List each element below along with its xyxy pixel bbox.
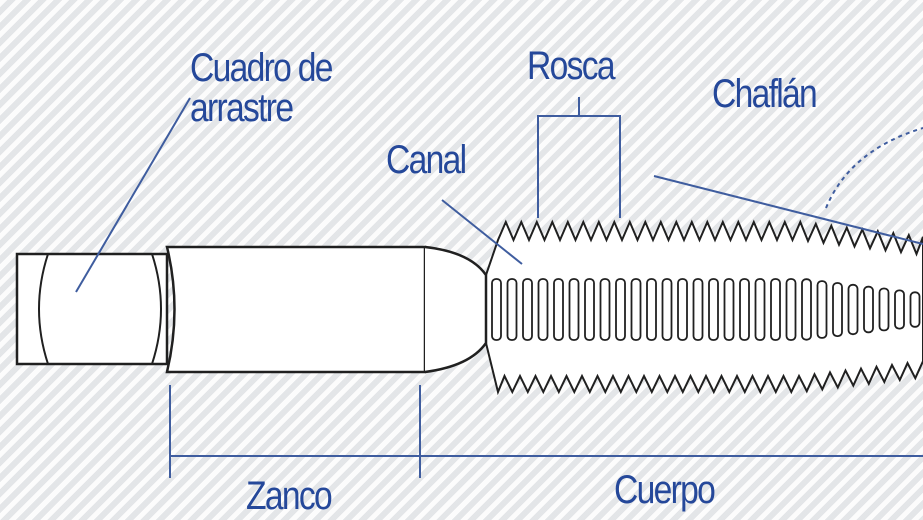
drive-square-label: Cuadro de arrastre [190, 46, 333, 130]
chamfer-angle-arc [825, 127, 923, 209]
thread-rib-23 [847, 283, 859, 336]
thread-rib-4 [553, 278, 564, 341]
drive-square-chamfer-right [151, 253, 162, 365]
thread-rib-13 [692, 278, 704, 341]
thread-rib-20 [801, 278, 812, 341]
thread-rib-19 [785, 278, 797, 341]
thread-rib-12 [677, 278, 688, 341]
thread-rib-11 [661, 278, 673, 341]
body-label: Cuerpo [614, 468, 716, 512]
thread-rib-17 [754, 278, 766, 341]
thread-rib-10 [646, 278, 657, 341]
thread-rib-3 [537, 278, 549, 341]
thread-rib-14 [708, 278, 719, 341]
thread-ribs [491, 278, 921, 341]
thread-rib-1 [506, 278, 518, 341]
thread-rib-2 [522, 278, 533, 341]
thread-rib-24 [863, 285, 874, 334]
thread-bracket [537, 97, 621, 218]
thread-rib-15 [723, 278, 735, 341]
thread-rib-8 [615, 278, 626, 341]
thread-rib-16 [739, 278, 750, 341]
flute-label: Canal [386, 138, 467, 182]
thread-rib-6 [584, 278, 595, 341]
chamfer-leader [653, 175, 923, 245]
shank-label: Zanco [246, 474, 333, 518]
thread-rib-5 [568, 278, 580, 341]
thread-body [485, 219, 923, 396]
flute-leader [441, 199, 523, 265]
thread-rib-18 [770, 278, 781, 341]
drive-square-label-line1: Cuadro de [190, 46, 333, 90]
flute [424, 245, 488, 374]
thread-rib-7 [599, 278, 611, 341]
drive-square-chamfer-left [38, 253, 49, 365]
thread-rib-22 [832, 282, 843, 337]
thread-label: Rosca [527, 44, 616, 88]
thread-rib-21 [816, 280, 828, 339]
drive-square-label-line2: arrastre [190, 86, 294, 130]
thread-rib-9 [630, 278, 642, 341]
chamfer-label: Chaflán [712, 72, 818, 116]
thread-rib-27 [909, 291, 921, 328]
thread-rib-25 [878, 287, 890, 332]
shank [165, 245, 427, 374]
thread-rib-0 [491, 278, 502, 341]
drive-square-leader [75, 97, 191, 293]
thread-rib-26 [894, 289, 905, 330]
